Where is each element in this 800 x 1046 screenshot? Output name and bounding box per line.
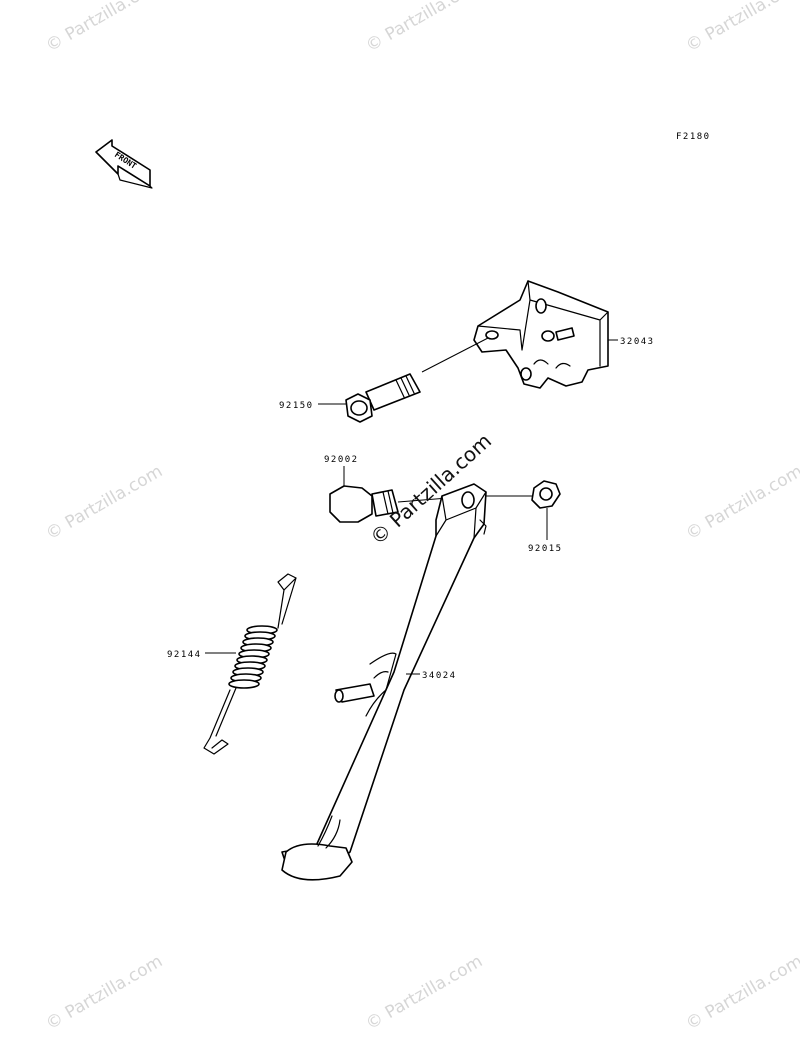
part-label-long-bolt: 92150 [279, 401, 314, 411]
spring-coils [228, 625, 278, 689]
side-stand-part [281, 483, 487, 881]
watermark-group: © Partzilla.com © Partzilla.com © Partzi… [43, 0, 800, 1034]
part-label-spring: 92144 [167, 650, 202, 660]
part-label-short-bolt: 92002 [324, 455, 359, 465]
figure-code: F2180 [676, 132, 711, 142]
watermark-text: © Partzilla.com [363, 0, 487, 56]
watermark-text: © Partzilla.com [43, 461, 167, 544]
watermark-text: © Partzilla.com [43, 0, 167, 56]
watermark-text: © Partzilla.com [43, 951, 167, 1034]
watermark-text: © Partzilla.com [363, 951, 487, 1034]
bracket-part [473, 280, 609, 389]
watermark-text: © Partzilla.com [683, 461, 800, 544]
short-bolt-part [329, 485, 449, 523]
watermark-text: © Partzilla.com [683, 0, 800, 56]
long-bolt-part [345, 337, 489, 423]
part-label-stand: 34024 [422, 671, 457, 681]
spring-part [203, 573, 297, 755]
part-label-nut: 92015 [528, 544, 563, 554]
watermark-text: © Partzilla.com [683, 951, 800, 1034]
front-arrow-icon: FRONT [95, 139, 153, 189]
callouts: 32043 92150 92002 92015 92144 34024 [167, 337, 655, 681]
nut-part [486, 480, 561, 509]
part-label-bracket: 32043 [620, 337, 655, 347]
